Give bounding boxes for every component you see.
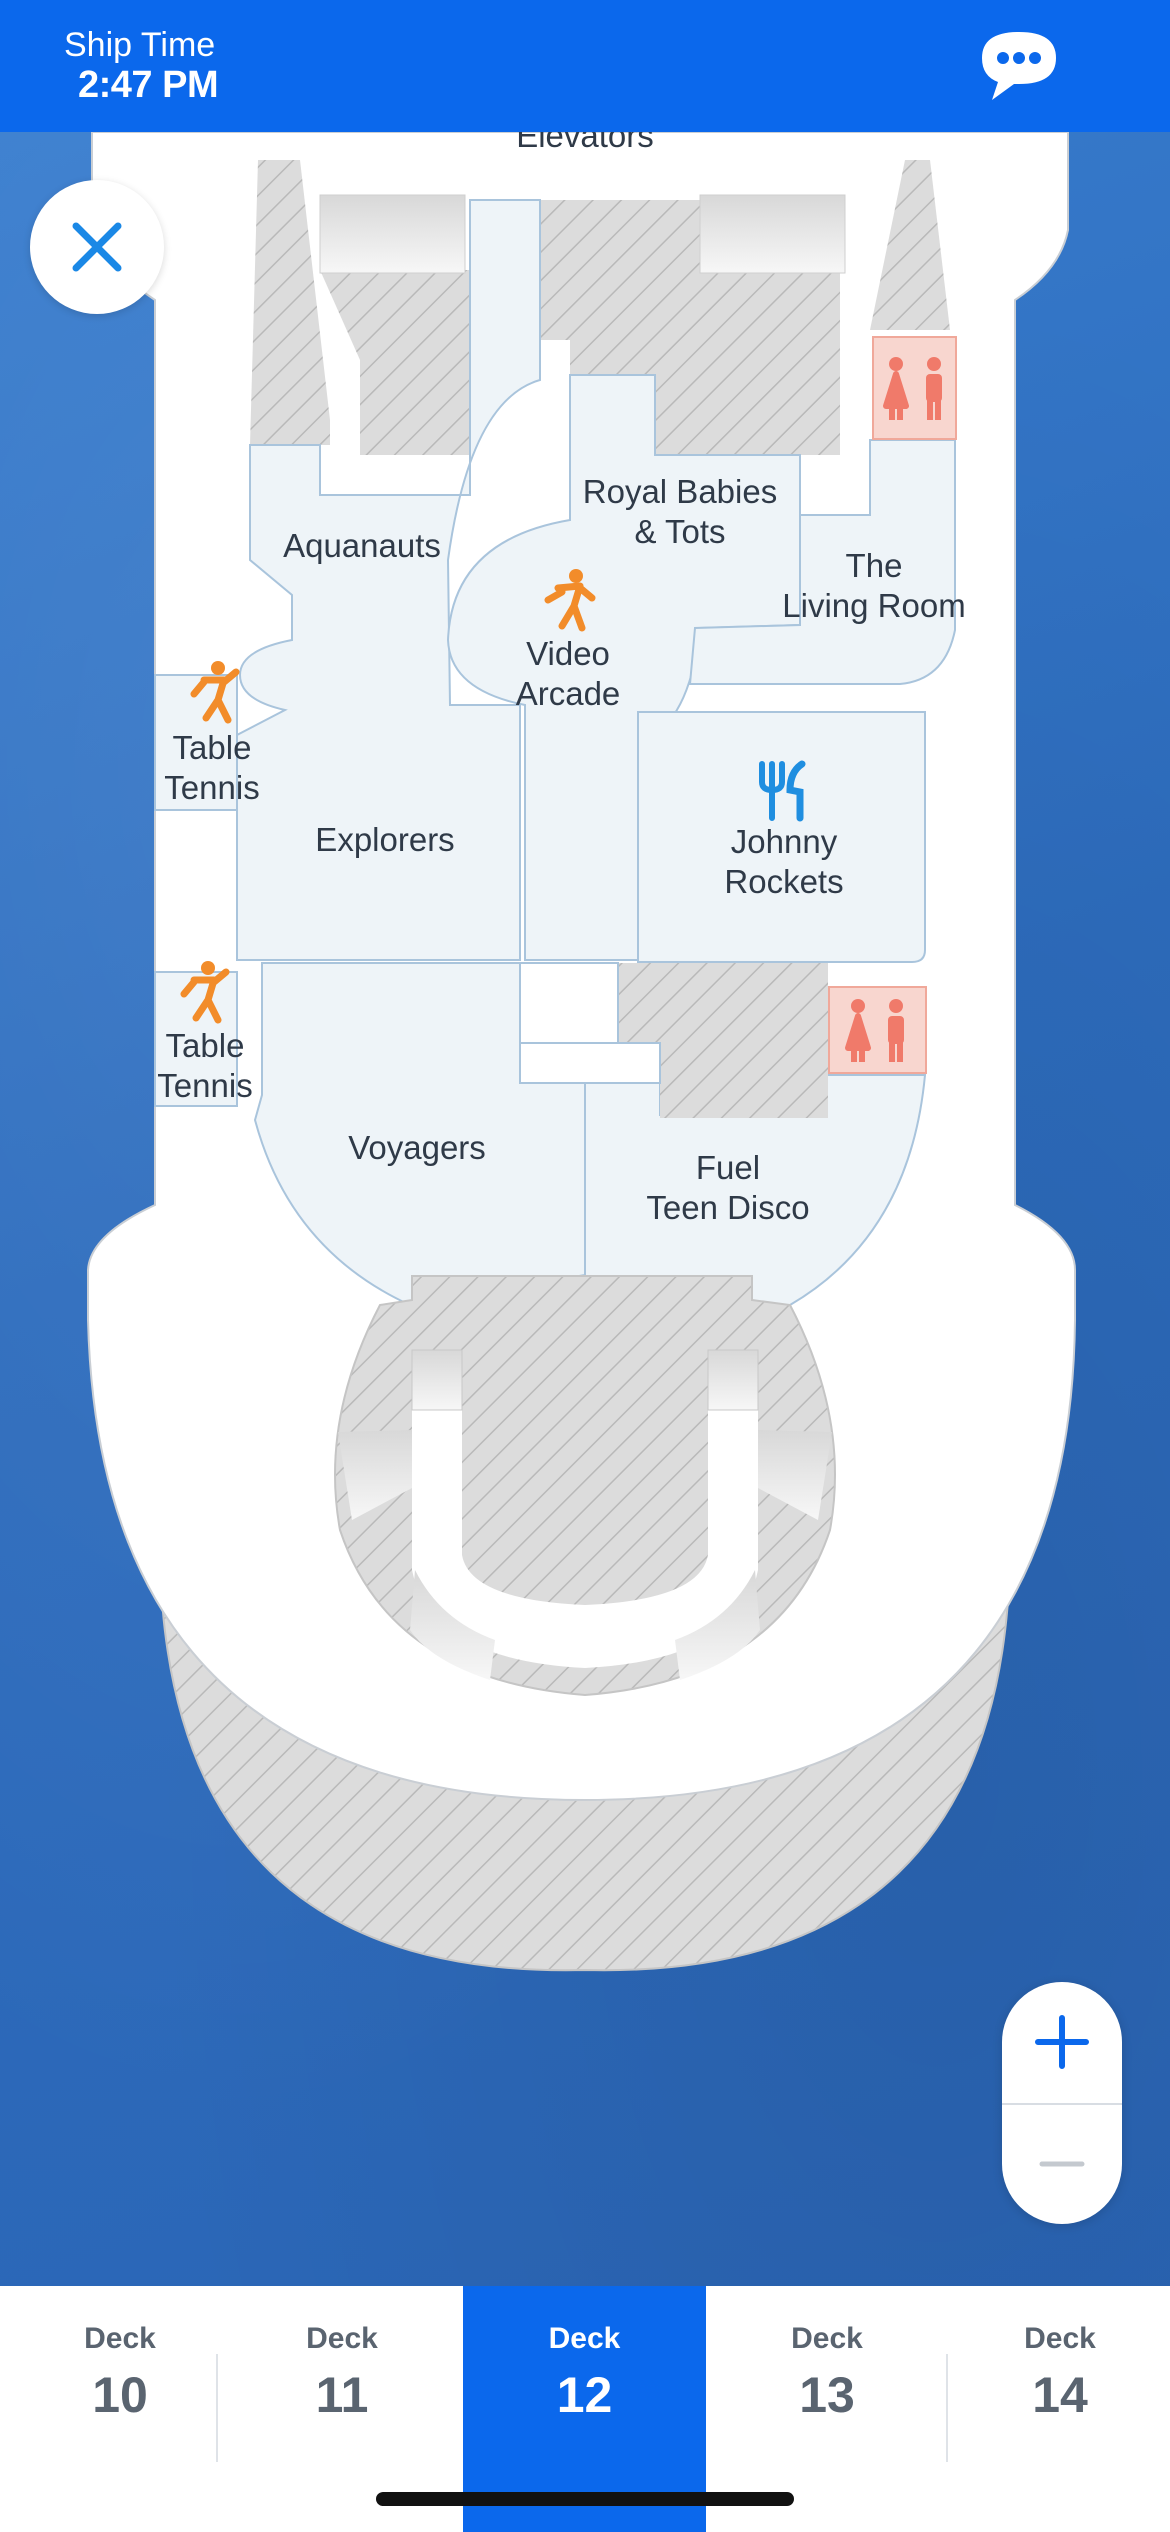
deck-tab-13[interactable]: Deck 13 (707, 2286, 947, 2532)
venue-table-tennis-2[interactable]: Table Tennis (157, 1027, 253, 1104)
minus-icon (1039, 2161, 1085, 2167)
venue-royal-babies[interactable]: Royal Babies & Tots (582, 473, 778, 550)
deck-tab-10[interactable]: Deck 10 (0, 2286, 240, 2532)
deck-number: 14 (1032, 2367, 1088, 2423)
deck-divider (946, 2354, 948, 2462)
deck-tab-12[interactable]: Deck 12 (463, 2286, 706, 2532)
deck-word: Deck (791, 2322, 863, 2355)
venue-fuel-teen-disco[interactable]: Fuel Teen Disco (646, 1149, 810, 1226)
chat-bubble-icon[interactable] (974, 28, 1064, 104)
top-bar: Ship Time 2:47 PM (0, 0, 1170, 132)
venue-table-tennis-1[interactable]: Table Tennis (164, 729, 260, 806)
dining-icon (759, 760, 806, 822)
deck-number: 10 (92, 2367, 148, 2423)
deck-number: 11 (315, 2367, 369, 2423)
venue-living-room[interactable]: The Living Room (782, 547, 966, 624)
ship-time-value: 2:47 PM (78, 64, 219, 106)
deck-divider (216, 2354, 218, 2462)
plus-icon (1035, 2015, 1089, 2069)
deck-word: Deck (306, 2322, 378, 2355)
venue-video-arcade[interactable]: Video Arcade (515, 635, 621, 712)
restroom-icon (845, 999, 904, 1062)
zoom-out-button[interactable] (1002, 2104, 1122, 2224)
close-button[interactable] (30, 180, 164, 314)
deck-number: 12 (556, 2367, 613, 2423)
deck-selector: Deck 10 Deck 11 Deck 12 Deck 13 Deck 14 (0, 2286, 1170, 2532)
home-indicator[interactable] (376, 2492, 794, 2506)
venue-voyagers[interactable]: Voyagers (348, 1129, 486, 1166)
venue-aquanauts[interactable]: Aquanauts (283, 527, 441, 564)
restroom-icon (883, 357, 942, 420)
ship-time-label: Ship Time (64, 26, 216, 64)
zoom-divider (1002, 2103, 1122, 2105)
deck-tab-11[interactable]: Deck 11 (222, 2286, 462, 2532)
activity-icon (544, 569, 596, 632)
venue-explorers[interactable]: Explorers (315, 821, 455, 858)
zoom-in-button[interactable] (1002, 1982, 1122, 2102)
deck-word: Deck (84, 2322, 156, 2355)
deck-number: 13 (799, 2367, 855, 2423)
deck-word: Deck (548, 2322, 621, 2355)
deck-word: Deck (1024, 2322, 1096, 2355)
activity-icon (180, 961, 230, 1024)
deck-tab-14[interactable]: Deck 14 (950, 2286, 1170, 2532)
activity-icon (190, 661, 240, 724)
venue-johnny-rockets[interactable]: Johnny Rockets (724, 823, 844, 900)
close-icon (72, 222, 122, 272)
zoom-control (1002, 1982, 1122, 2224)
